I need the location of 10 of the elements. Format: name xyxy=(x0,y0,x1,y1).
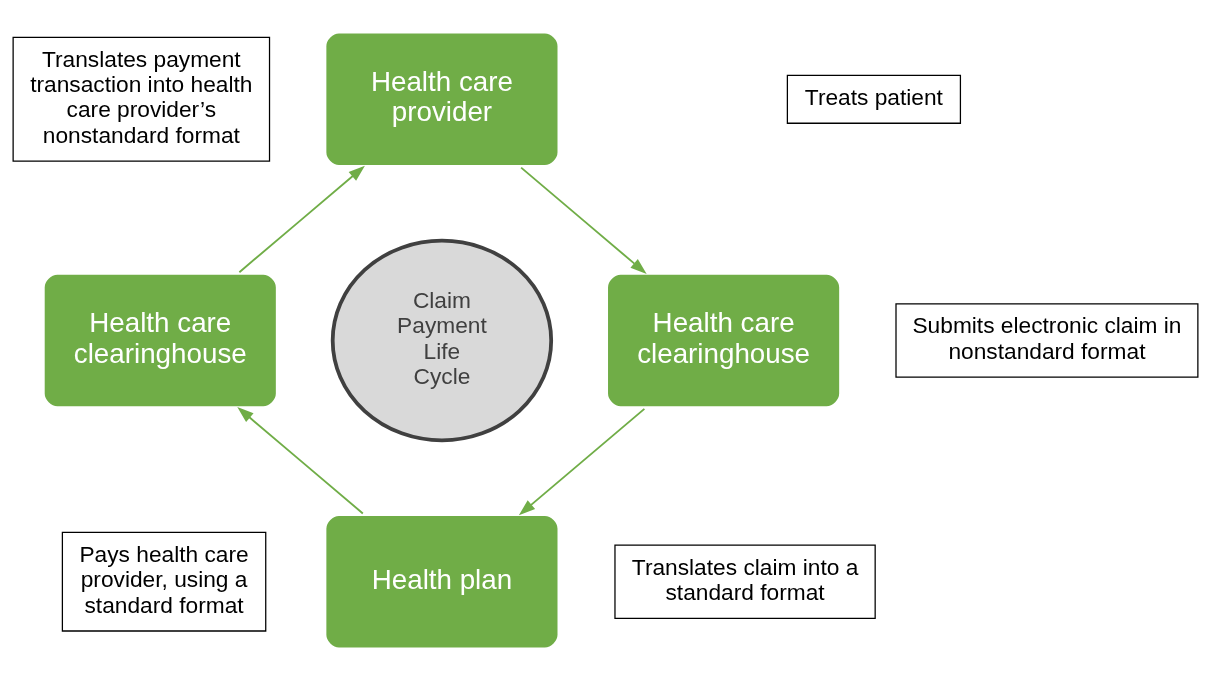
arrow xyxy=(238,165,365,273)
node-box: Submits electronic claim in nonstandard format xyxy=(895,302,1199,378)
node-box: Pays health care provider, using a standard format xyxy=(61,531,267,632)
arrow xyxy=(237,406,364,514)
arrow xyxy=(518,407,646,515)
arrow xyxy=(520,166,647,274)
node-box: Translates claim into a standard format xyxy=(614,544,876,619)
node-circle: Claim Payment Life Cycle xyxy=(330,238,554,442)
node-box: Treats patient xyxy=(786,74,962,124)
node-box: Translates payment transaction into health care provider’s nonstandard format xyxy=(12,36,271,162)
